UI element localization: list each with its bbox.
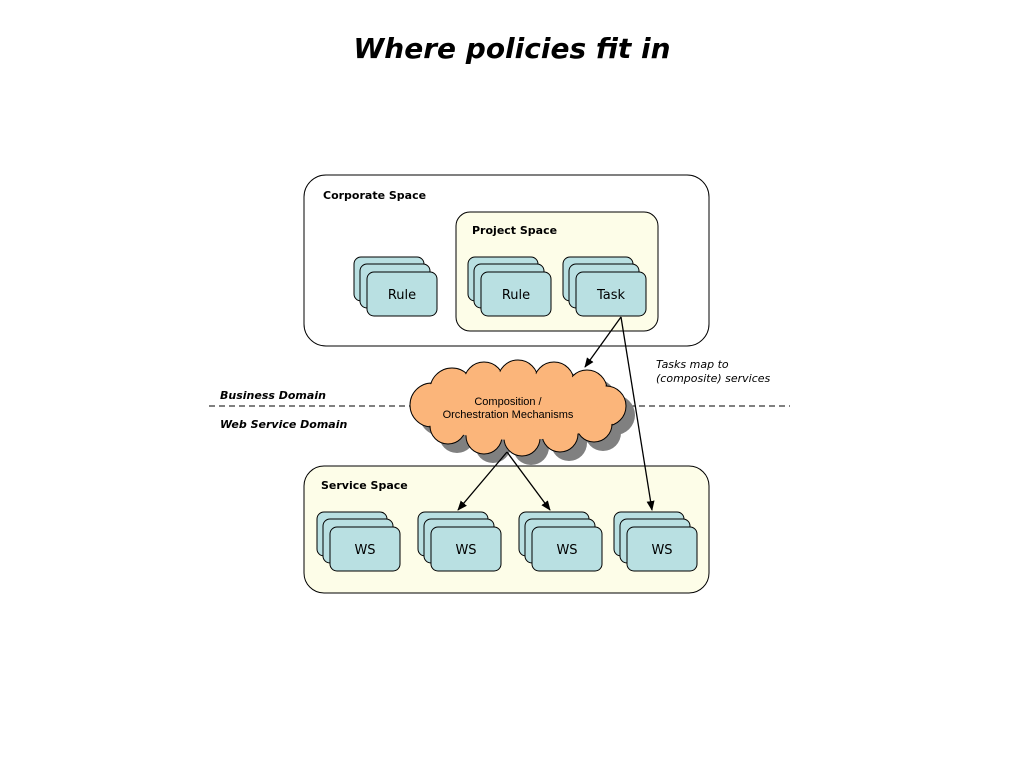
annotation: Tasks map to (composite) services (656, 358, 771, 385)
connectors (457, 316, 655, 511)
annotation-line-2: (composite) services (656, 372, 771, 385)
business-domain-label: Business Domain (220, 389, 326, 402)
ws-stack-4: WS (613, 511, 698, 572)
corporate-rule-stack: Rule (353, 256, 438, 317)
composition-cloud: Composition / Orchestration Mechanisms (409, 359, 635, 465)
cloud-to-ws2-arrow (457, 451, 508, 511)
service-space: Service Space WS WS WS WS (303, 465, 710, 594)
cloud-line-2: Orchestration Mechanisms (443, 409, 574, 421)
corporate-space: Corporate Space Rule Project Space Rule … (303, 174, 710, 347)
web-service-domain-label: Web Service Domain (220, 418, 347, 431)
task-stack: Task (562, 256, 647, 317)
annotation-line-1: Tasks map to (656, 358, 729, 371)
ws-label: WS (651, 543, 672, 558)
service-space-label: Service Space (321, 479, 408, 492)
project-rule-label: Rule (502, 288, 530, 303)
task-to-cloud-arrow (584, 316, 622, 368)
cloud-to-ws3-arrow (506, 451, 551, 511)
corporate-rule-label: Rule (388, 288, 416, 303)
project-rule-stack: Rule (467, 256, 552, 317)
ws-label: WS (455, 543, 476, 558)
task-to-ws-arrow (620, 316, 655, 511)
ws-label: WS (354, 543, 375, 558)
ws-stack-2: WS (417, 511, 502, 572)
page-title: Where policies fit in (353, 32, 671, 65)
corporate-space-label: Corporate Space (323, 189, 426, 202)
ws-stack-1: WS (316, 511, 401, 572)
project-space: Project Space Rule Task (455, 211, 659, 332)
cloud-line-1: Composition / (474, 396, 542, 408)
ws-label: WS (556, 543, 577, 558)
project-space-label: Project Space (472, 224, 557, 237)
task-label: Task (596, 288, 626, 303)
ws-stack-3: WS (518, 511, 603, 572)
domain-divider: Business Domain Web Service Domain (209, 389, 790, 431)
